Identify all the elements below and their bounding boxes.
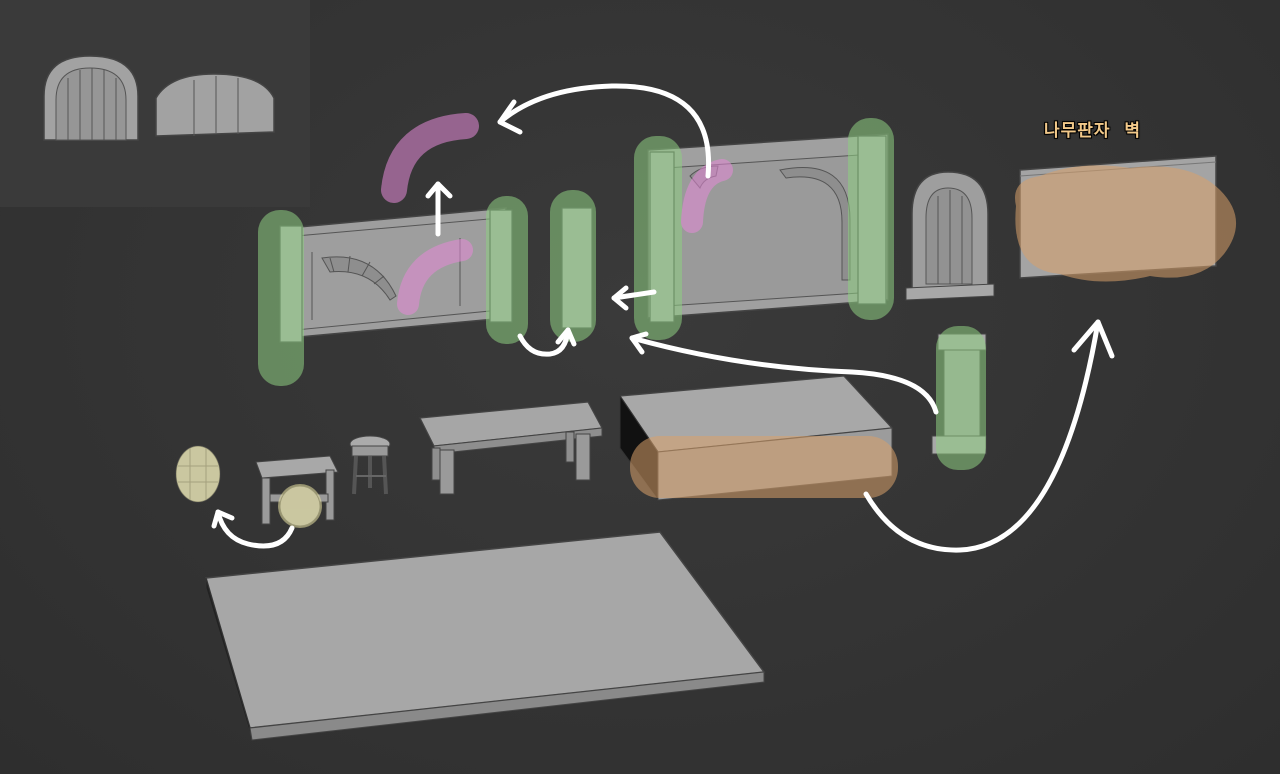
plank-wall-annotation-label: 나무판자 벽	[1044, 121, 1142, 141]
green-highlight-left-pillar	[258, 210, 304, 386]
highlight-overlays	[176, 113, 1237, 528]
green-highlight-loose-pillar	[550, 190, 596, 342]
arrow-column-to-pillar	[629, 331, 939, 415]
arrow-counter-to-plank-wall	[863, 319, 1115, 553]
green-highlight-standalone-column	[936, 326, 986, 470]
arrow-barrel-curl	[211, 509, 295, 549]
yellow-highlight-barrel	[176, 446, 220, 502]
pink-highlight-left-wall-arch	[397, 239, 473, 315]
bench[interactable]	[419, 401, 603, 495]
reference-inset	[0, 0, 310, 207]
green-highlight-left-wall-right-pillar	[486, 196, 528, 344]
green-highlight-right-wall-right-pillar	[848, 118, 894, 320]
yellow-highlight-barrel-under-table	[278, 484, 322, 528]
arched-door[interactable]	[905, 171, 995, 301]
reference-wide-arch	[155, 73, 275, 137]
left-wall-panel[interactable]	[287, 207, 507, 339]
tan-highlight-counter-front	[630, 436, 898, 498]
arrow-right-arch-to-top-arch	[497, 83, 712, 179]
arrow-left-arch-up	[425, 181, 453, 237]
floor-slab[interactable]	[205, 531, 766, 741]
arrow-pillar-curl	[517, 327, 577, 357]
reference-door-arch	[43, 55, 139, 141]
stool[interactable]	[349, 435, 391, 495]
pink-highlight-top-arch	[381, 113, 479, 203]
green-highlight-right-wall-left-pillar	[634, 136, 682, 340]
arrow-pillar-left	[611, 285, 657, 311]
tan-highlight-plank-wall	[1015, 165, 1237, 282]
pink-highlight-right-wall-arch	[681, 159, 733, 233]
annotation-arrows	[211, 83, 1115, 553]
